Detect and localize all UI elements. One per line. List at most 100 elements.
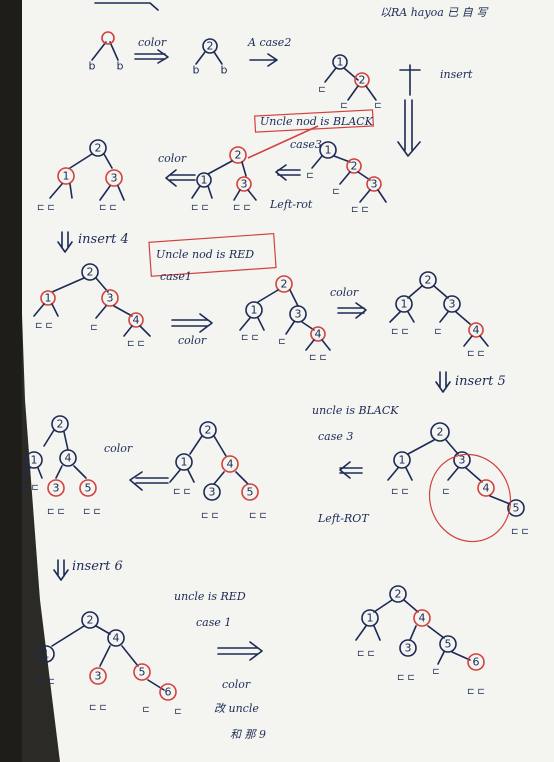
svg-text:⊏ ⊏: ⊏ ⊏	[467, 349, 485, 359]
insert-label-1: insert	[440, 68, 473, 81]
svg-text:3: 3	[107, 292, 114, 305]
svg-text:⊏: ⊏	[434, 327, 442, 337]
svg-text:⊏ ⊏: ⊏ ⊏	[351, 205, 369, 215]
svg-text:1: 1	[181, 456, 188, 469]
svg-text:⊏ ⊏: ⊏ ⊏	[357, 649, 375, 659]
svg-text:4: 4	[133, 314, 140, 327]
left-rotate-label-2: Left-ROT	[317, 512, 370, 525]
color-label-4: color	[104, 442, 133, 455]
svg-text:⊏ ⊏: ⊏ ⊏	[233, 203, 251, 213]
svg-text:⊏ ⊏: ⊏ ⊏	[191, 203, 209, 213]
svg-text:5: 5	[247, 486, 254, 499]
svg-text:b: b	[89, 60, 96, 73]
svg-text:2: 2	[87, 266, 94, 279]
svg-text:6: 6	[165, 686, 172, 699]
note-bottom-1: 改 uncle	[214, 702, 259, 715]
svg-text:⊏ ⊏: ⊏ ⊏	[467, 687, 485, 697]
svg-text:2: 2	[95, 142, 102, 155]
svg-text:⊏: ⊏	[142, 705, 150, 715]
svg-text:2: 2	[351, 160, 358, 173]
svg-text:1: 1	[401, 298, 408, 311]
case2-label: A case2	[247, 36, 291, 49]
svg-text:⊏: ⊏	[442, 487, 450, 497]
svg-text:3: 3	[53, 482, 60, 495]
svg-text:⊏: ⊏	[374, 101, 382, 111]
svg-text:⊏ ⊏: ⊏ ⊏	[47, 507, 65, 517]
svg-text:⊏: ⊏	[432, 667, 440, 677]
svg-text:⊏: ⊏	[332, 187, 340, 197]
tree-row4-middle: 2 1 4 ⊏ ⊏ 3 5 ⊏ ⊏ ⊏ ⊏	[169, 421, 267, 521]
svg-text:b: b	[221, 64, 228, 77]
svg-text:3: 3	[405, 642, 412, 655]
svg-text:3: 3	[295, 308, 302, 321]
svg-text:⊏ ⊏: ⊏ ⊏	[37, 677, 55, 687]
case1-label-1: case1	[160, 270, 192, 283]
case3-label-2: case 3	[318, 430, 353, 443]
svg-text:1: 1	[367, 612, 374, 625]
tree-row3-right: 2 1 3 ⊏ ⊏ ⊏ 4 ⊏ ⊏	[389, 271, 489, 359]
tree-row4-right: 2 1 3 ⊏ ⊏ ⊏ 4 5 ⊏ ⊏	[387, 422, 529, 543]
svg-text:1: 1	[337, 56, 344, 69]
svg-text:⊏ ⊏: ⊏ ⊏	[35, 321, 53, 331]
svg-text:1: 1	[63, 170, 70, 183]
svg-text:2: 2	[205, 424, 212, 437]
svg-text:⊏ ⊏: ⊏ ⊏	[127, 339, 145, 349]
svg-text:2: 2	[437, 426, 444, 439]
color-label-1: color	[138, 36, 167, 49]
svg-text:1: 1	[201, 174, 208, 187]
svg-text:1: 1	[325, 144, 332, 157]
svg-text:6: 6	[473, 656, 480, 669]
svg-text:⊏: ⊏	[340, 101, 348, 111]
svg-text:5: 5	[513, 502, 520, 515]
svg-text:⊏ ⊏: ⊏ ⊏	[201, 511, 219, 521]
svg-text:⊏: ⊏	[318, 85, 326, 95]
svg-text:1: 1	[31, 454, 38, 467]
svg-text:⊏: ⊏	[306, 171, 314, 181]
svg-text:2: 2	[87, 614, 94, 627]
svg-text:⊏ ⊏: ⊏ ⊏	[391, 327, 409, 337]
tree-row5-left: 2 1 4 ⊏ ⊏ 3 5 ⊏ ⊏ 6 ⊏ ⊏	[37, 611, 182, 717]
tree-step-1: b b	[89, 31, 124, 73]
note-bottom-2: 和 那 9	[230, 728, 266, 741]
uncle-black-label-2: uncle is BLACK	[312, 404, 399, 417]
color-label-3b: color	[330, 286, 359, 299]
tree-row5-right: 2 1 4 ⊏ ⊏ 3 5 ⊏ ⊏ ⊏ 6 ⊏ ⊏	[355, 585, 485, 697]
tree-row2-right: 1 ⊏ 2 ⊏ 3 ⊏ ⊏	[306, 141, 387, 215]
tree-row3-middle: 2 1 3 ⊏ ⊏ ⊏ 4 ⊏ ⊏	[239, 275, 331, 363]
svg-text:3: 3	[449, 298, 456, 311]
color-label-2: color	[158, 152, 187, 165]
svg-text:⊏ ⊏: ⊏ ⊏	[21, 483, 39, 493]
svg-text:2: 2	[57, 418, 64, 431]
svg-text:1: 1	[399, 454, 406, 467]
svg-text:⊏ ⊏: ⊏ ⊏	[309, 353, 327, 363]
svg-text:b: b	[193, 64, 200, 77]
tree-insert-3: 1 ⊏ 2 ⊏ ⊏	[318, 54, 382, 111]
svg-text:2: 2	[395, 588, 402, 601]
svg-text:3: 3	[371, 178, 378, 191]
color-label-5: color	[222, 678, 251, 691]
svg-text:b: b	[117, 60, 124, 73]
svg-text:5: 5	[445, 638, 452, 651]
svg-text:⊏ ⊏: ⊏ ⊏	[391, 487, 409, 497]
svg-text:⊏ ⊏: ⊏ ⊏	[249, 511, 267, 521]
svg-text:⊏: ⊏	[90, 323, 98, 333]
svg-text:3: 3	[209, 486, 216, 499]
svg-text:⊏ ⊏: ⊏ ⊏	[397, 673, 415, 683]
paper-sheet	[18, 0, 554, 762]
header-note: 以RA hayoa 已 自 写	[380, 6, 489, 19]
case3-label-1: case3	[290, 138, 322, 151]
svg-text:⊏: ⊏	[174, 707, 182, 717]
svg-text:⊏ ⊏: ⊏ ⊏	[173, 487, 191, 497]
svg-text:4: 4	[227, 458, 234, 471]
uncle-black-label: Uncle nod is BLACK	[260, 115, 374, 128]
insert6-label: insert 6	[72, 559, 123, 574]
insert5-label: insert 5	[455, 374, 506, 389]
svg-text:4: 4	[65, 452, 72, 465]
svg-text:⊏ ⊏: ⊏ ⊏	[37, 203, 55, 213]
svg-text:⊏: ⊏	[278, 337, 286, 347]
svg-text:3: 3	[241, 178, 248, 191]
insert4-label: insert 4	[78, 232, 129, 247]
svg-text:5: 5	[139, 666, 146, 679]
svg-text:4: 4	[113, 632, 120, 645]
